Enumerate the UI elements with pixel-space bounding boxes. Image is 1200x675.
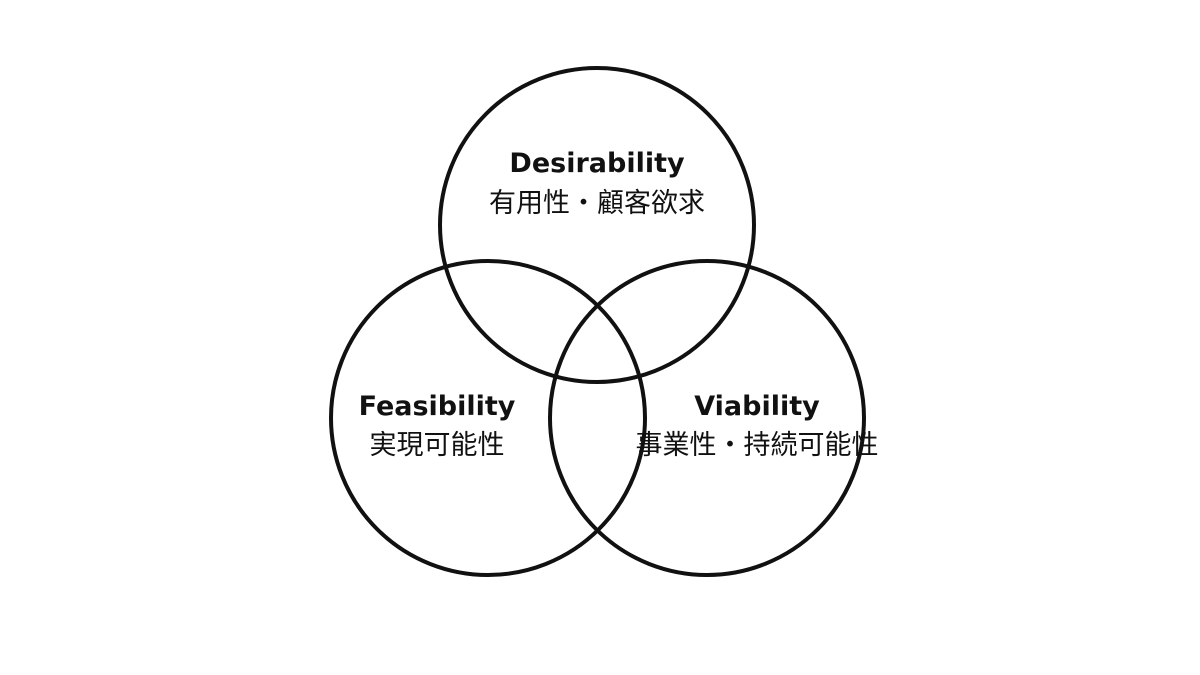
desirability-title: Desirability [509, 148, 685, 179]
viability-subtitle: 事業性・持続可能性 [636, 430, 879, 461]
viability-title: Viability [694, 391, 820, 422]
desirability-subtitle: 有用性・顧客欲求 [489, 188, 705, 219]
desirability-circle [438, 66, 756, 384]
feasibility-subtitle: 実現可能性 [370, 430, 505, 461]
viability-circle [548, 259, 866, 577]
feasibility-title: Feasibility [359, 391, 516, 422]
feasibility-circle [329, 259, 647, 577]
